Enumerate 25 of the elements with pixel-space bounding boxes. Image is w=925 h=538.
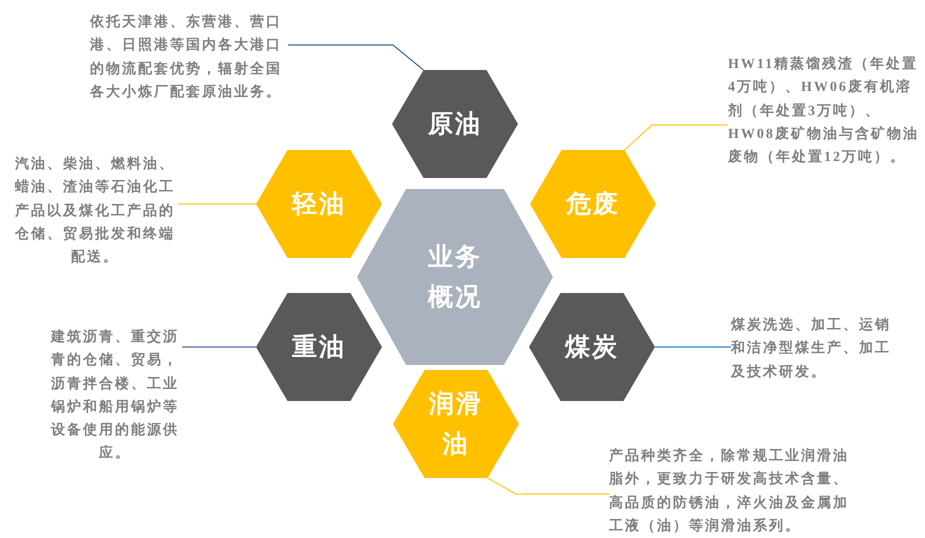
description-text: 产品种类齐全，除常规工业润滑油脂外，更致力于研发高技术含量、高品质的防锈油，淬火油及金属加工液（油）等润滑油系列。 bbox=[609, 444, 855, 538]
hexagon-label: 润滑油 bbox=[428, 389, 484, 460]
description-text: HW11精蒸馏残渣（年处置4万吨）、HW06废有机溶剂（年处置3万吨）、HW08废矿物油与含矿物油废物（年处置12万吨）。 bbox=[728, 53, 922, 170]
leader-line bbox=[182, 346, 256, 348]
hexagon bbox=[530, 150, 656, 258]
description-text: 汽油、柴油、燃料油、蜡油、渣油等石油化工产品以及煤化工产品的仓储、贸易批发和终端配送。 bbox=[12, 152, 178, 268]
hexagon bbox=[529, 293, 655, 401]
hexagon bbox=[392, 70, 518, 178]
hexagon bbox=[393, 370, 519, 478]
hexagon-label: 重油 bbox=[291, 332, 347, 363]
leader-line bbox=[654, 346, 732, 348]
hexagon-label: 业务概况 bbox=[426, 242, 483, 313]
hexagon-label: 煤炭 bbox=[564, 332, 620, 363]
description-text: 依托天津港、东营港、营口港、日照港等国内各大港口的物流配套优势，辐射全国各大小炼厂配套原油业务。 bbox=[90, 10, 288, 104]
hexagon-label: 轻油 bbox=[290, 189, 347, 220]
leader-line bbox=[624, 124, 728, 150]
leader-line bbox=[487, 478, 610, 494]
hexagon bbox=[357, 189, 553, 365]
hexagon bbox=[256, 293, 382, 401]
hexagon-label: 危废 bbox=[564, 189, 621, 220]
hexagon-label: 原油 bbox=[426, 109, 483, 140]
description-text: 建筑沥青、重交沥青的仓储、贸易，沥青拌合楼、工业锅炉和船用锅炉等设备使用的能源供应。 bbox=[48, 325, 182, 465]
hexagon bbox=[256, 150, 382, 258]
description-text: 煤炭洗选、加工、运销和洁净型煤生产、加工及技术研发。 bbox=[731, 313, 897, 383]
leader-line bbox=[288, 44, 424, 70]
